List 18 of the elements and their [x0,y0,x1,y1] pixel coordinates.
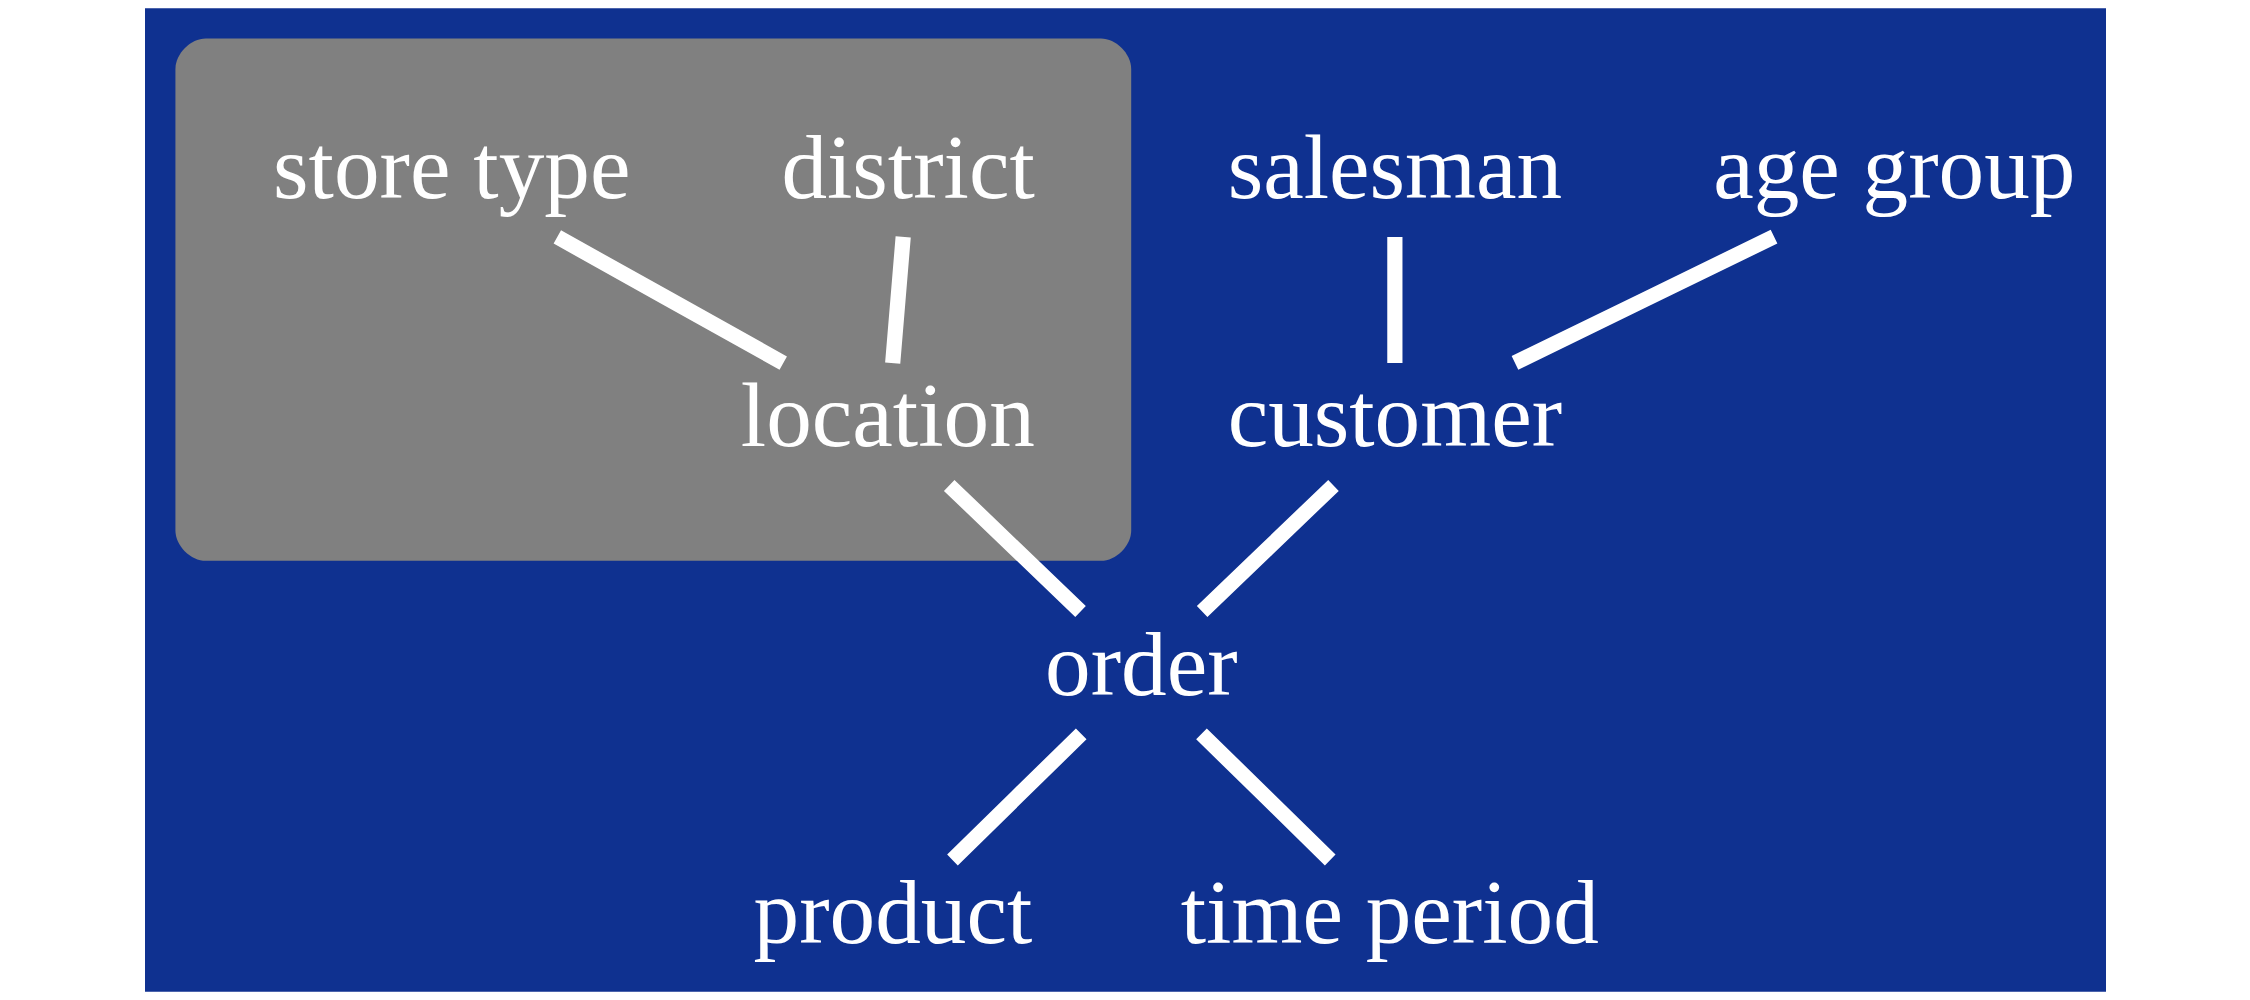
connector [1511,229,1777,370]
connector [553,230,787,370]
connector [884,236,911,364]
node-text: store type [272,116,630,218]
node-text: product [753,862,1032,964]
cluster [174,38,1131,561]
connector [1195,728,1336,866]
node-text: time period [1180,862,1599,964]
connector [1196,479,1339,617]
node-text: district [780,116,1035,218]
node-text: age group [1712,116,2075,218]
connector [943,479,1086,617]
node-text: customer [1227,365,1562,467]
node-text: location [740,365,1035,467]
node-text: order [1044,613,1238,715]
node-text: salesman [1227,116,1562,218]
connector [946,728,1087,866]
connector [1386,236,1402,364]
